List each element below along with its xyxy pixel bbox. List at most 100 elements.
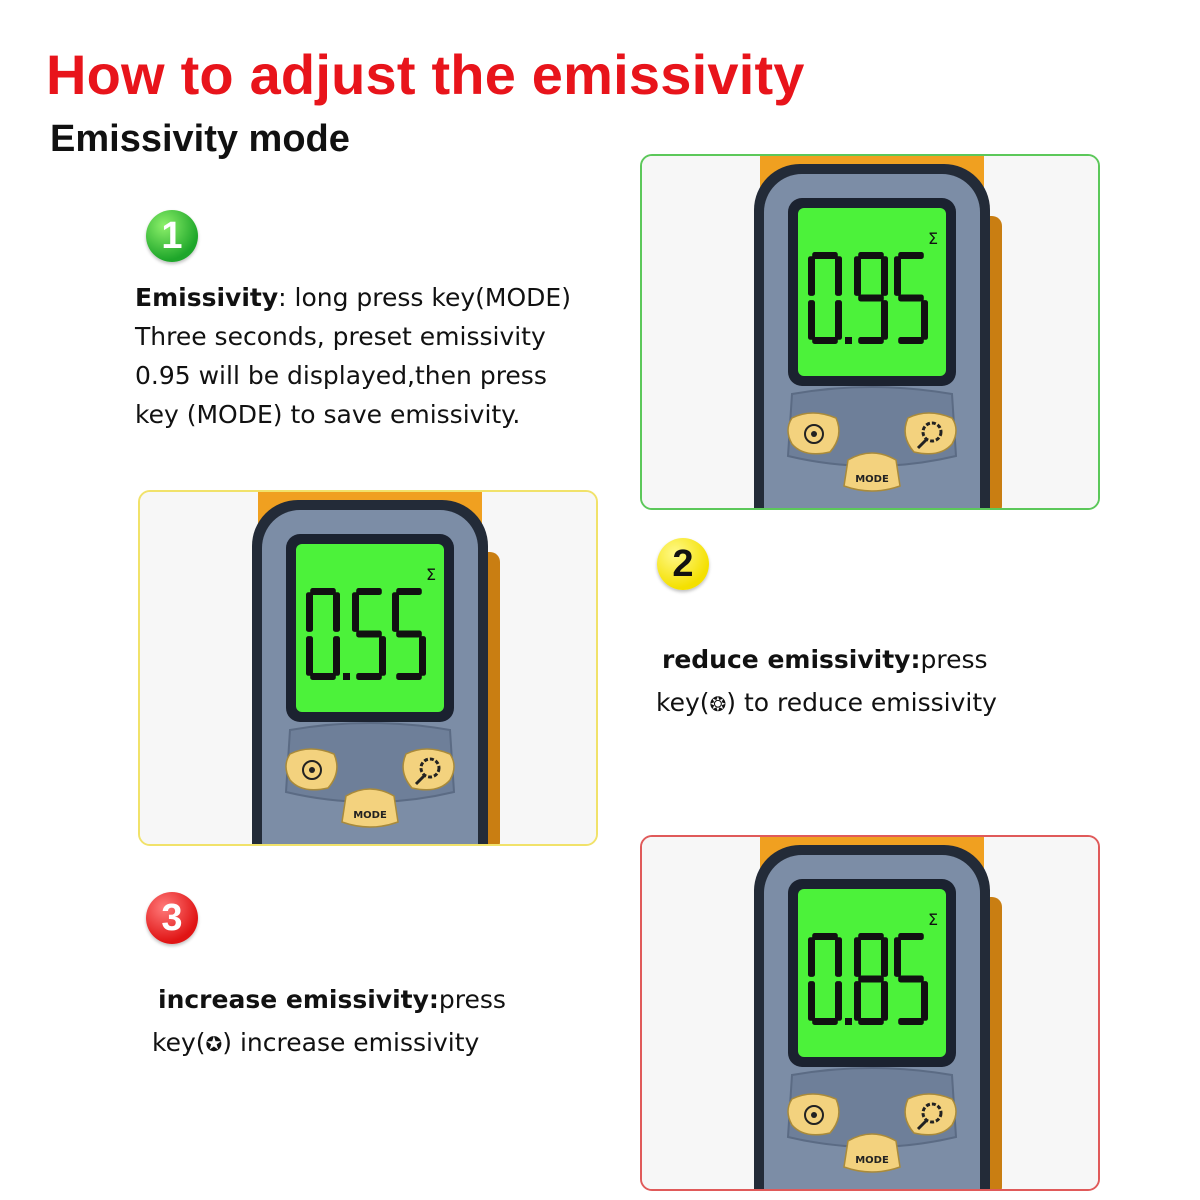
step-3-line-2: key(✪) increase emissivity: [152, 1021, 506, 1066]
lcd-segment: [894, 937, 901, 977]
lcd-segment: [352, 592, 359, 632]
increase-button: [904, 412, 957, 455]
step-3-line-2-pre: key(: [152, 1028, 206, 1057]
lcd-segment: [898, 252, 924, 259]
lcd-screen: [296, 544, 444, 712]
step-2-line-1: reduce emissivity:press: [662, 638, 997, 681]
thermometer-device-1: Σ MODE: [642, 156, 1098, 508]
lcd-segment: [881, 937, 888, 977]
lcd-segment: [396, 673, 422, 680]
lcd-segment: [306, 636, 313, 676]
lcd-segment: [854, 981, 861, 1021]
mode-button: [341, 788, 399, 828]
lcd-segment: [808, 937, 815, 977]
lcd-segment: [812, 252, 838, 259]
lcd-segment: [392, 592, 399, 632]
lcd-segment: [858, 337, 884, 344]
lcd-segment: [808, 981, 815, 1021]
gear-down-icon: ❂: [709, 692, 727, 716]
lcd-segment: [881, 981, 888, 1021]
step-3-label: increase emissivity:: [158, 985, 439, 1014]
lcd-segment: [835, 937, 842, 977]
lcd-segment: [921, 981, 928, 1021]
lcd-screen: [798, 208, 946, 376]
lcd-segment: [379, 636, 386, 676]
gear-down-icon: [804, 424, 824, 444]
lcd-segment: [808, 300, 815, 340]
lcd-decimal-point: [343, 673, 350, 680]
lcd-segment: [858, 252, 884, 259]
step-3-line-1: increase emissivity:press: [158, 978, 506, 1021]
lcd-segment: [898, 294, 924, 302]
gear-down-icon-center: [309, 767, 315, 773]
lcd-segment: [356, 630, 382, 638]
step-2-badge: 2: [657, 538, 709, 590]
step-1-text: Emissivity: long press key(MODE) Three s…: [135, 278, 571, 434]
lcd-segment: [835, 981, 842, 1021]
gear-up-icon-handle: [414, 774, 426, 786]
lcd-segment: [858, 294, 884, 302]
step-1-label: Emissivity: [135, 283, 279, 312]
step-2-line-2-pre: key(: [656, 688, 710, 717]
lcd-segment: [881, 300, 888, 340]
lcd-segment: [306, 592, 313, 632]
lcd-segment: [333, 592, 340, 632]
step-1-line-3: 0.95 will be displayed,then press: [135, 361, 547, 390]
step-2-text: reduce emissivity:press key(❂) to reduce…: [656, 638, 997, 726]
lcd-segment: [812, 337, 838, 344]
gear-down-icon: [302, 760, 322, 780]
page-title: How to adjust the emissivity: [46, 43, 805, 106]
step-1-badge: 1: [146, 210, 198, 262]
lcd-segment: [812, 933, 838, 940]
lcd-segment: [858, 933, 884, 940]
gear-up-icon: [419, 757, 441, 779]
gear-up-icon: [921, 1102, 943, 1124]
lcd-segment: [396, 630, 422, 638]
step-2-label: reduce emissivity:: [662, 645, 921, 674]
lcd-segment: [310, 588, 336, 595]
lcd-digits: [306, 588, 426, 680]
gear-down-icon-center: [811, 431, 817, 437]
page-subtitle: Emissivity mode: [50, 118, 350, 160]
lcd-segment: [396, 588, 422, 595]
lcd-segment: [858, 1018, 884, 1025]
gear-up-icon: [921, 421, 943, 443]
lcd-segment: [333, 636, 340, 676]
mode-label: MODE: [855, 474, 889, 485]
device-panel-3: Σ MODE: [640, 835, 1100, 1191]
sigma-symbol: Σ: [928, 229, 938, 248]
gear-up-icon: ✪: [205, 1032, 223, 1056]
step-1-line-1: Emissivity: long press key(MODE): [135, 278, 571, 317]
step-3-line-1-rest: press: [438, 985, 506, 1014]
step-3-line-2-post: ) increase emissivity: [222, 1028, 480, 1057]
lcd-decimal-point: [845, 337, 852, 344]
lcd-segment: [858, 975, 884, 983]
mode-label: MODE: [855, 1155, 889, 1166]
lcd-screen: [798, 889, 946, 1057]
step-1-line-1-rest: : long press key(MODE): [278, 283, 571, 312]
lcd-segment: [894, 256, 901, 296]
step-2-line-1-rest: press: [920, 645, 988, 674]
lcd-segment: [356, 588, 382, 595]
gear-down-icon: [804, 1105, 824, 1125]
sigma-symbol: Σ: [928, 910, 938, 929]
lcd-segment: [898, 975, 924, 983]
lcd-segment: [854, 937, 861, 977]
lcd-digits: [808, 933, 928, 1025]
lcd-segment: [898, 1018, 924, 1025]
lcd-segment: [921, 300, 928, 340]
step-2-line-2-post: ) to reduce emissivity: [726, 688, 997, 717]
sigma-symbol: Σ: [426, 565, 436, 584]
lcd-segment: [854, 256, 861, 296]
lcd-digits: [808, 252, 928, 344]
lcd-segment: [835, 300, 842, 340]
step-3-text: increase emissivity:press key(✪) increas…: [152, 978, 506, 1066]
thermometer-device-3: Σ MODE: [642, 837, 1098, 1189]
gear-down-icon-center: [811, 1112, 817, 1118]
mode-button: [843, 452, 901, 492]
lcd-segment: [812, 1018, 838, 1025]
lcd-segment: [419, 636, 426, 676]
step-3-badge: 3: [146, 892, 198, 944]
step-1-line-4: key (MODE) to save emissivity.: [135, 400, 521, 429]
